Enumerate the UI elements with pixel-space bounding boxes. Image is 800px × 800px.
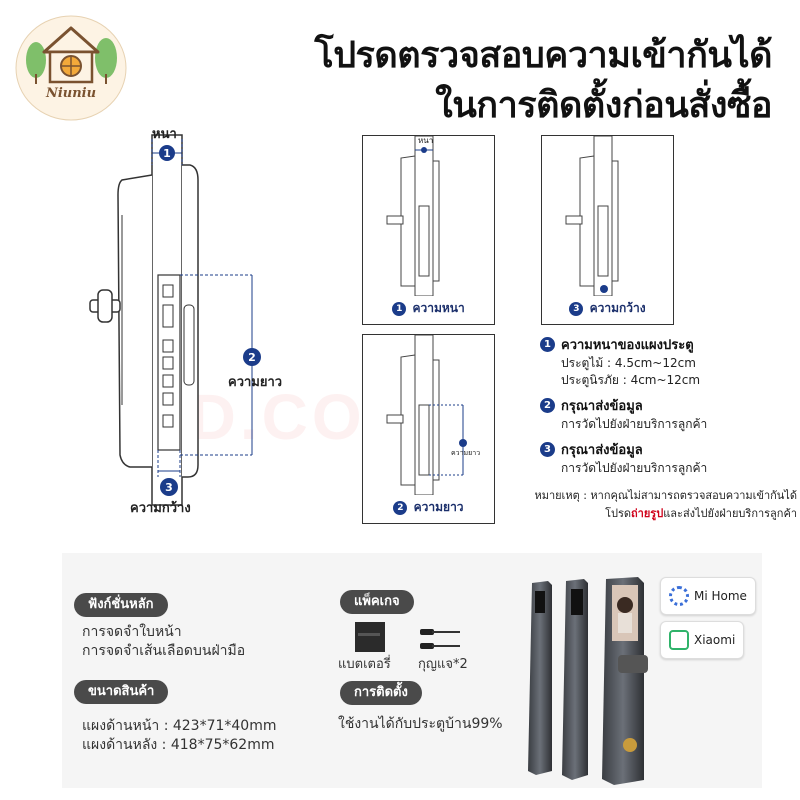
spec-panel: ฟังก์ชั่นหลัก การจดจำใบหน้า การจดจำเส้นเ… bbox=[62, 553, 762, 788]
thickness-panel: หนา 1 ความหนา bbox=[362, 135, 495, 325]
number-badge: 3 bbox=[540, 442, 555, 457]
install-pill: การติดตั้ง bbox=[340, 681, 422, 705]
number-badge: 2 bbox=[540, 398, 555, 413]
lock-length-icon bbox=[386, 334, 467, 496]
battery-icon bbox=[355, 622, 385, 652]
length-side-label: ความยาว bbox=[451, 449, 481, 457]
number-badge: 3 bbox=[569, 301, 584, 316]
function-item: การจดจำเส้นเลือดบนฝ่ามือ bbox=[82, 643, 246, 659]
svg-text:1: 1 bbox=[163, 147, 171, 160]
photo-highlight: ถ่ายรูป bbox=[631, 507, 664, 520]
house-logo-icon bbox=[15, 15, 127, 121]
size-pill: ขนาดสินค้า bbox=[74, 680, 169, 704]
battery-label: แบตเตอรี่ bbox=[338, 657, 391, 672]
width-panel: 3 ความกว้าง bbox=[541, 135, 674, 325]
keys-label: กุญแจ*2 bbox=[418, 657, 468, 672]
lock-side-diagram: 1 2 3 หนา ความยาว ความกว้าง bbox=[80, 125, 340, 516]
number-badge: 2 bbox=[393, 500, 408, 515]
door-lock-outline-icon: 1 2 3 bbox=[89, 134, 261, 506]
svg-text:2: 2 bbox=[248, 351, 256, 364]
thickness-caption: 1 ความหนา bbox=[363, 299, 494, 318]
note-line: การวัดไปยังฝ่ายบริการลูกค้า bbox=[561, 417, 708, 431]
thickness-top-label: หนา bbox=[418, 136, 434, 145]
note-line: การวัดไปยังฝ่ายบริการลูกค้า bbox=[561, 461, 708, 475]
headline-line-1: โปรดตรวจสอบความเข้ากันได้ bbox=[314, 35, 772, 76]
key-icon bbox=[420, 629, 460, 649]
svg-text:3: 3 bbox=[165, 481, 173, 494]
lock-width-icon bbox=[565, 135, 619, 297]
functions-pill: ฟังก์ชั่นหลัก bbox=[74, 593, 168, 617]
lock-thickness-icon bbox=[386, 135, 440, 297]
length-panel: ความยาว 2 ความยาว bbox=[362, 334, 495, 524]
length-caption: 2 ความยาว bbox=[363, 498, 494, 517]
remark: หมายเหตุ : หากคุณไม่สามารถตรวจสอบความเข้… bbox=[534, 489, 797, 520]
xiaomi-logo-icon bbox=[669, 630, 689, 650]
length-label: ความยาว bbox=[228, 375, 283, 390]
note-line: ประตูนิรภัย : 4cm~12cm bbox=[561, 373, 701, 387]
width-label: ความกว้าง bbox=[130, 501, 191, 516]
width-caption: 3 ความกว้าง bbox=[542, 299, 673, 318]
size-item: แผงด้านหน้า : 423*71*40mm bbox=[82, 718, 277, 734]
number-badge: 1 bbox=[540, 337, 555, 352]
thickness-label: หนา bbox=[152, 127, 177, 142]
smart-lock-product-icon bbox=[528, 577, 648, 785]
mihome-logo-icon bbox=[669, 586, 689, 606]
function-item: การจดจำใบหน้า bbox=[82, 624, 182, 640]
number-badge: 1 bbox=[392, 301, 407, 316]
headline-line-2: ในการติดตั้งก่อนสั่งซื้อ bbox=[435, 85, 772, 126]
mihome-badge: Mi Home bbox=[660, 577, 756, 615]
brand-name: Niuniu bbox=[45, 86, 97, 101]
install-text: ใช้งานได้กับประตูบ้าน99% bbox=[338, 716, 503, 732]
xiaomi-badge: Xiaomi bbox=[660, 621, 745, 659]
package-pill: แพ็คเกจ bbox=[340, 590, 414, 614]
note-line: ประตูไม้ : 4.5cm~12cm bbox=[561, 356, 696, 370]
size-item: แผงด้านหลัง : 418*75*62mm bbox=[82, 737, 275, 753]
brand-logo: Niuniu bbox=[12, 8, 130, 124]
